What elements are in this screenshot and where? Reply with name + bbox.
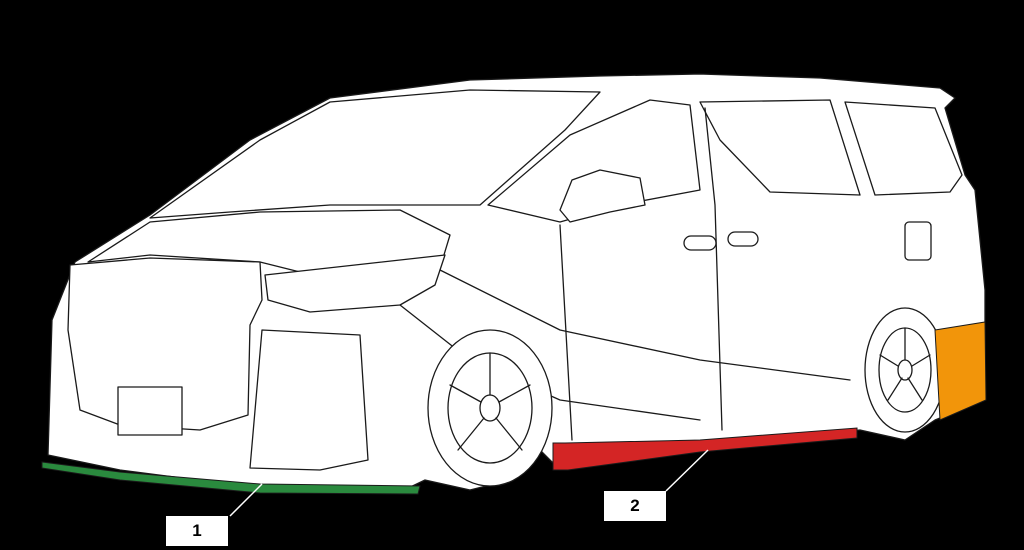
middle-side-window <box>699 99 861 196</box>
hood <box>87 209 451 273</box>
side-mirror <box>559 169 646 223</box>
rear-panel <box>934 321 987 421</box>
front-wheel <box>427 329 553 487</box>
callout-2: 2 <box>604 491 666 521</box>
door-handle-rear <box>727 231 759 247</box>
leader-line-1 <box>229 483 263 517</box>
front-grille <box>67 257 263 431</box>
callout-1: 1 <box>166 516 228 546</box>
windshield <box>149 89 601 219</box>
fuel-door <box>904 221 932 261</box>
bumper-intake <box>249 329 369 471</box>
license-plate <box>117 386 183 436</box>
front-lip-spoiler <box>41 461 421 495</box>
leader-line-2 <box>665 449 709 492</box>
rear-side-window <box>844 101 963 196</box>
rear-wheel <box>864 307 946 433</box>
side-skirt <box>552 427 858 471</box>
door-handle-front <box>683 235 717 251</box>
